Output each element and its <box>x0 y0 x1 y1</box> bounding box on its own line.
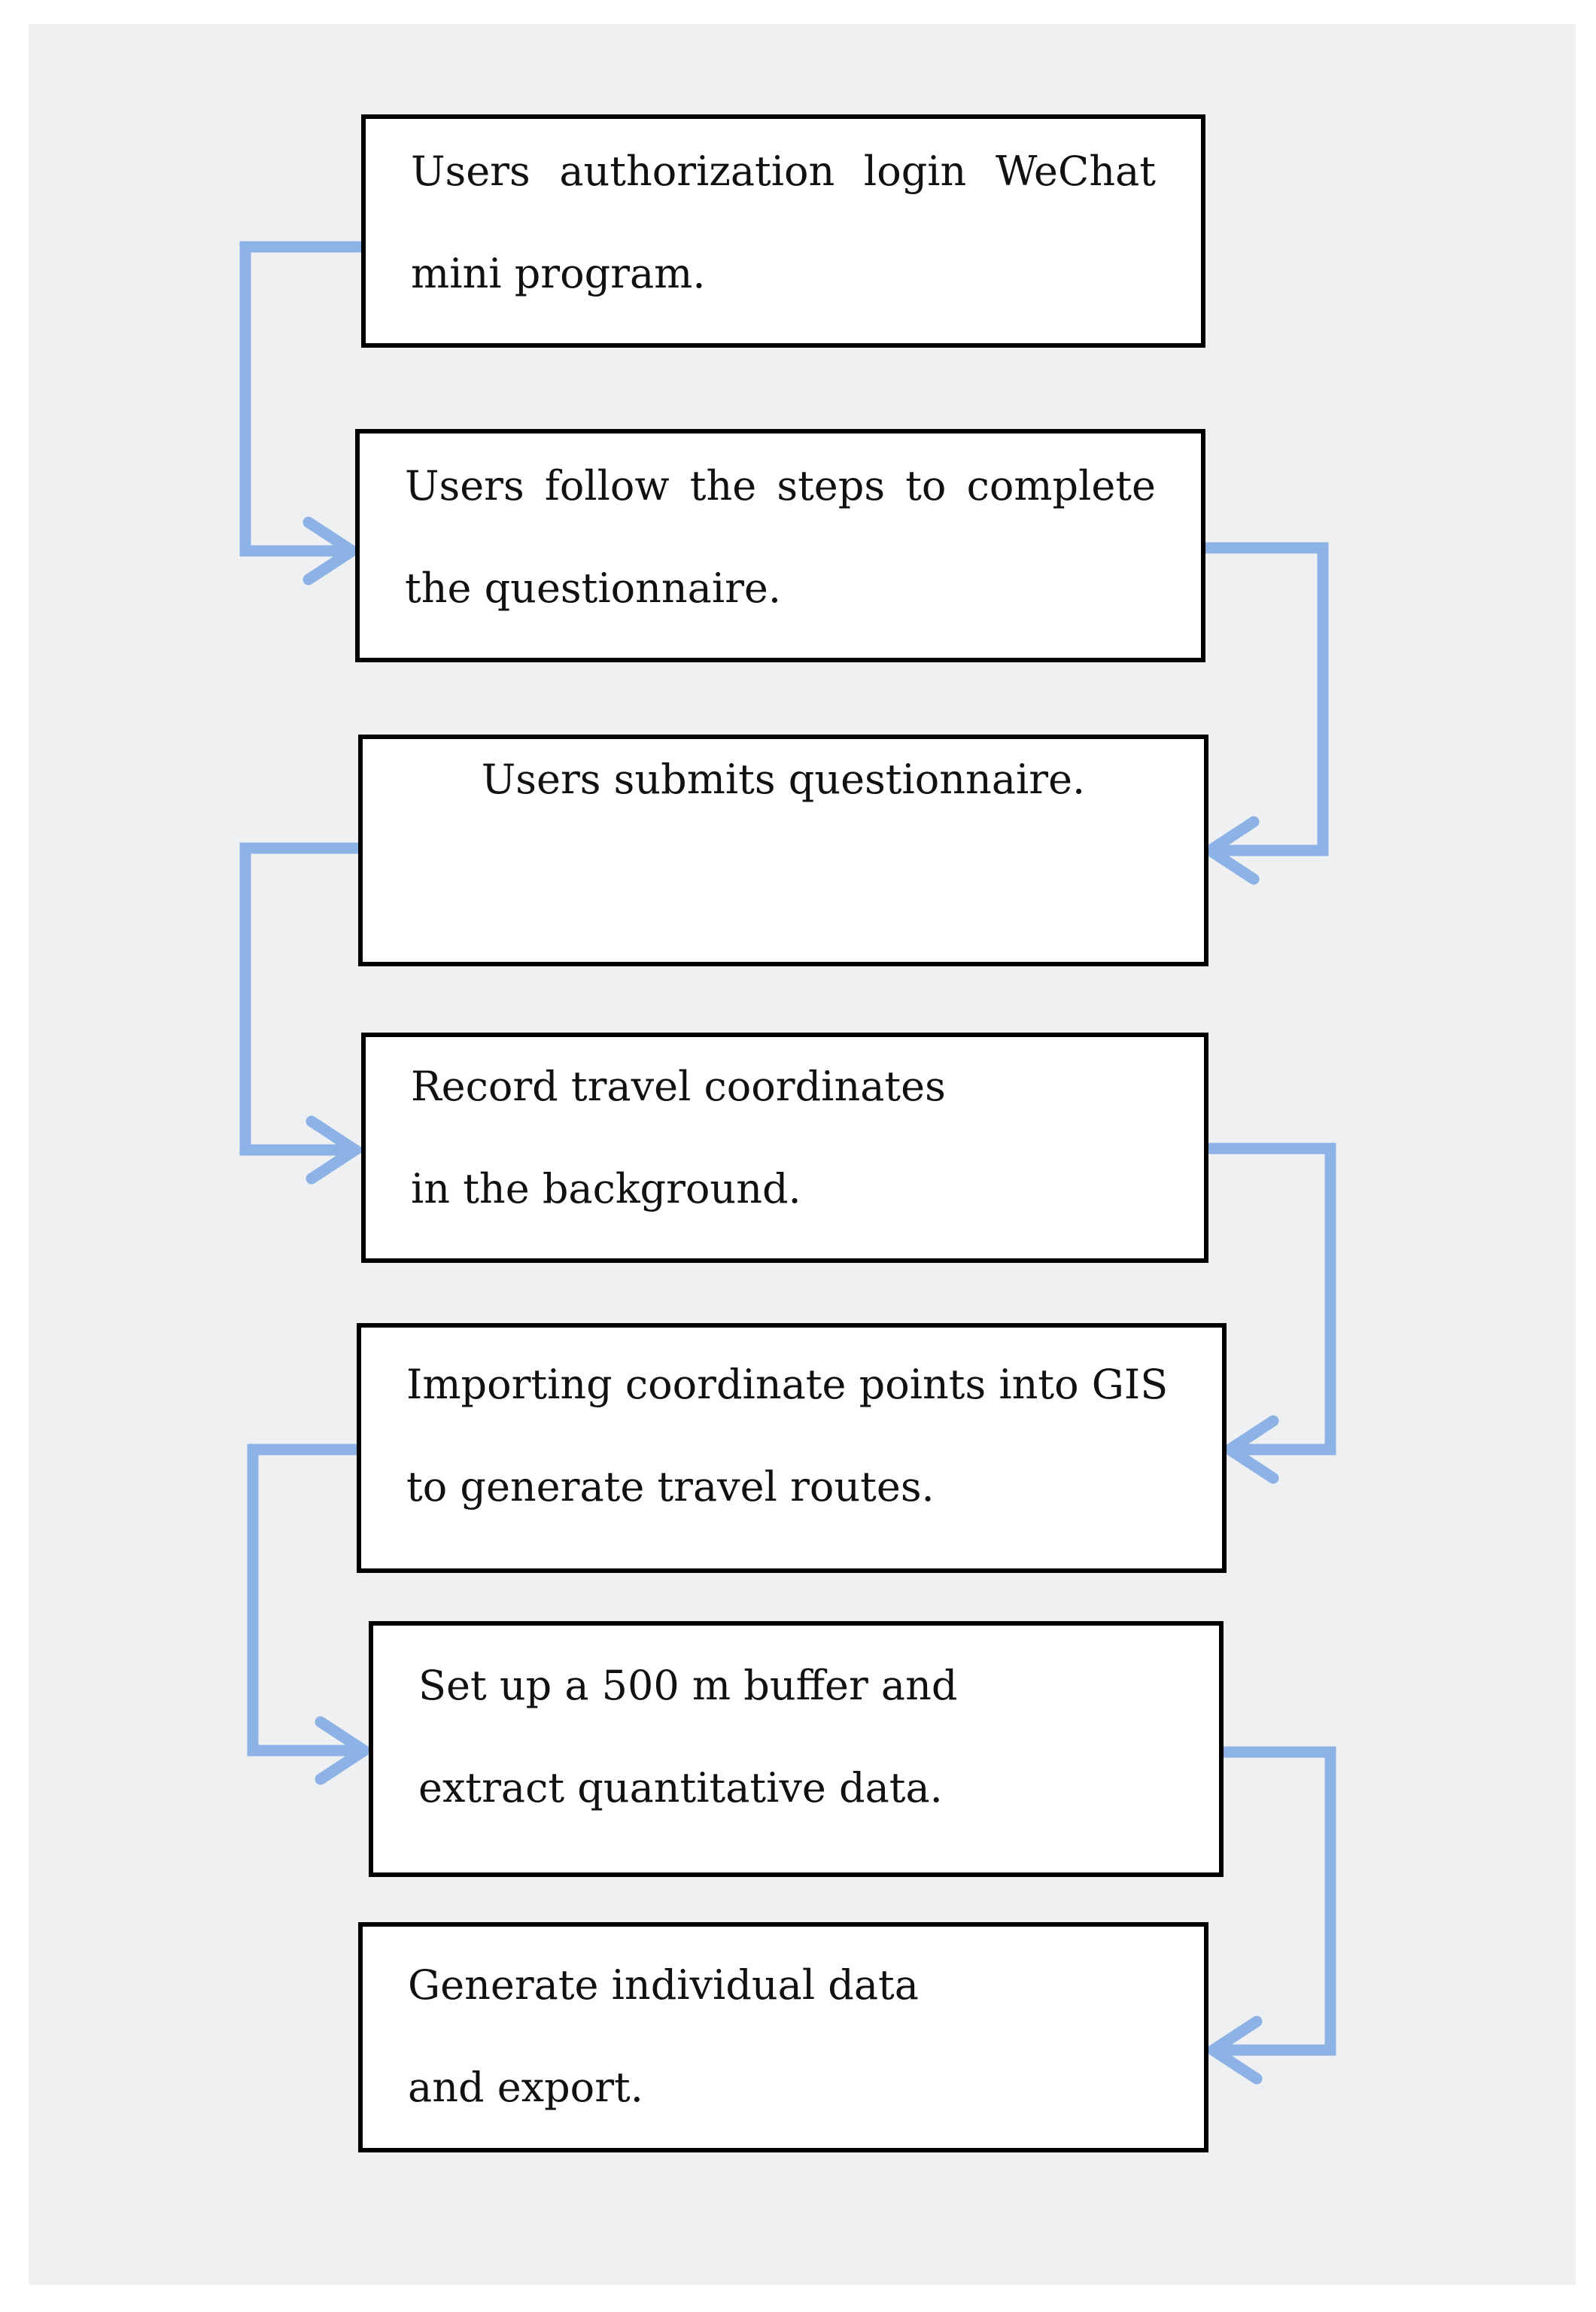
step-7-text: Generate individual data and export. <box>408 1961 919 2111</box>
arrow-step3-to-step4 <box>239 842 366 1185</box>
arrow-step4-to-step5 <box>1204 1142 1336 1484</box>
arrow-head <box>1202 2015 1263 2085</box>
flow-step-2: Users follow the steps to complete the q… <box>355 429 1205 662</box>
arrow-head <box>302 516 363 586</box>
arrow-line <box>1204 1142 1336 1456</box>
arrow-line <box>1199 542 1329 856</box>
flow-step-5: Importing coordinate points into GIS to … <box>357 1323 1227 1573</box>
arrow-step5-to-step6 <box>247 1443 375 1785</box>
flow-step-6: Set up a 500 m buffer and extract quanti… <box>369 1621 1224 1877</box>
arrow-step6-to-step7 <box>1202 1746 1336 2085</box>
step-2-text: Users follow the steps to complete the q… <box>405 462 1156 612</box>
arrow-line <box>247 1443 370 1757</box>
flow-step-1: Users authorization login WeChat mini pr… <box>361 114 1205 348</box>
step-6-text: Set up a 500 m buffer and extract quanti… <box>418 1662 958 1812</box>
arrow-line <box>239 241 366 557</box>
flow-step-4: Record travel coordinates in the backgro… <box>361 1033 1208 1263</box>
arrow-head <box>306 1115 366 1185</box>
step-5-text: Importing coordinate points into GIS to … <box>406 1361 1169 1510</box>
step-1-text: Users authorization login WeChat mini pr… <box>411 148 1156 297</box>
flow-step-3: Users submits questionnaire. <box>358 735 1208 966</box>
flow-step-7: Generate individual data and export. <box>358 1922 1208 2152</box>
arrow-head <box>315 1716 375 1785</box>
step-4-text: Record travel coordinates in the backgro… <box>411 1063 946 1212</box>
arrow-step1-to-step2 <box>239 241 366 586</box>
arrow-head <box>1199 816 1260 885</box>
arrow-line <box>239 842 363 1156</box>
arrow-head <box>1219 1415 1279 1484</box>
arrow-step2-to-step3 <box>1199 542 1329 885</box>
step-3-text: Users submits questionnaire. <box>481 756 1086 803</box>
arrow-line <box>1207 1746 1336 2056</box>
